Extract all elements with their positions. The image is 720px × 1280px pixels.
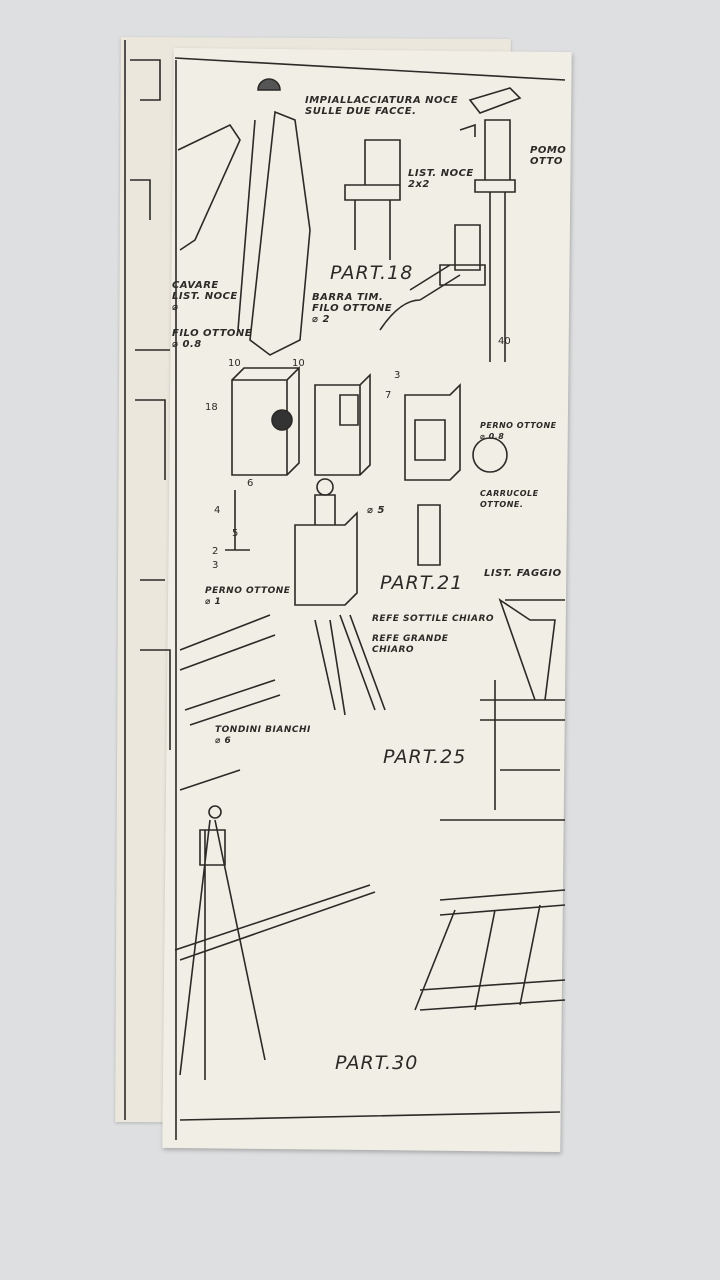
label-barra: BARRA TIM. FILO OTTONE ⌀ 2 <box>312 292 393 325</box>
sheave-drawing <box>472 437 508 473</box>
knob-drawing <box>316 478 334 496</box>
label-perno-08: PERNO OTTONE ⌀ 0.8 <box>480 421 557 441</box>
sheer-block-drawing <box>199 829 226 866</box>
dim-40: 40 <box>498 336 511 347</box>
rope-drawing <box>314 614 386 716</box>
part-18: PART.18 <box>330 262 414 284</box>
dim-2: 2 <box>212 546 219 557</box>
stock-drawing <box>344 139 401 260</box>
dim-3b: 3 <box>212 560 219 571</box>
dim-6: 6 <box>247 478 254 489</box>
dim-7: 7 <box>385 390 392 401</box>
block-hole-icon <box>271 409 293 431</box>
rods-drawing <box>179 614 281 791</box>
frame-drawing <box>440 598 565 821</box>
assembled-block-drawing <box>294 494 358 606</box>
label-list-noce: LIST. NOCE 2x2 <box>408 168 474 190</box>
sheet-border <box>174 57 566 1140</box>
dim-4: 4 <box>214 505 221 516</box>
label-list-faggio: LIST. FAGGIO <box>484 568 562 579</box>
label-veneer: IMPIALLACCIATURA NOCE SULLE DUE FACCE. <box>305 95 459 117</box>
keel-piece-drawing <box>177 123 241 251</box>
tiller-assembly-drawing <box>379 224 486 331</box>
pin-drawing <box>417 504 441 566</box>
label-tondini: TONDINI BIANCHI ⌀ 6 <box>215 725 311 746</box>
tiller-drawing <box>459 87 522 362</box>
label-perno-1: PERNO OTTONE ⌀ 1 <box>205 586 291 607</box>
dim-10a: 10 <box>228 358 241 369</box>
label-carrucole: CARRUCOLE OTTONE. <box>480 489 539 509</box>
dim-10b: 10 <box>292 358 305 369</box>
veneer-section-icon <box>257 78 281 91</box>
dim-5: 5 <box>232 528 239 539</box>
label-pomo: POMO OTTO <box>530 145 567 167</box>
rudder-drawing <box>237 110 311 356</box>
label-diam5: ⌀ 5 <box>367 505 385 516</box>
hook-drawing <box>208 805 222 819</box>
sheer-legs-drawing <box>174 819 376 1080</box>
part-25: PART.25 <box>383 746 467 768</box>
dim-3: 3 <box>394 370 401 381</box>
block-drawing-3 <box>404 383 461 481</box>
label-refe-sottile: REFE SOTTILE CHIARO <box>372 614 495 624</box>
frame-drawing-2 <box>414 889 566 1011</box>
part-30: PART.30 <box>335 1052 419 1074</box>
label-filo-ottone: FILO OTTONE ⌀ 0.8 <box>172 328 253 350</box>
dim-18: 18 <box>205 402 218 413</box>
block-drawing-2 <box>314 373 371 476</box>
back-sheet-lines <box>124 40 171 1120</box>
label-cavare: CAVARE LIST. NOCE ⌀ <box>172 280 238 313</box>
label-refe-grande: REFE GRANDE CHIARO <box>372 634 449 655</box>
brass-pin-drawing <box>225 490 250 551</box>
part-21: PART.21 <box>380 572 464 594</box>
